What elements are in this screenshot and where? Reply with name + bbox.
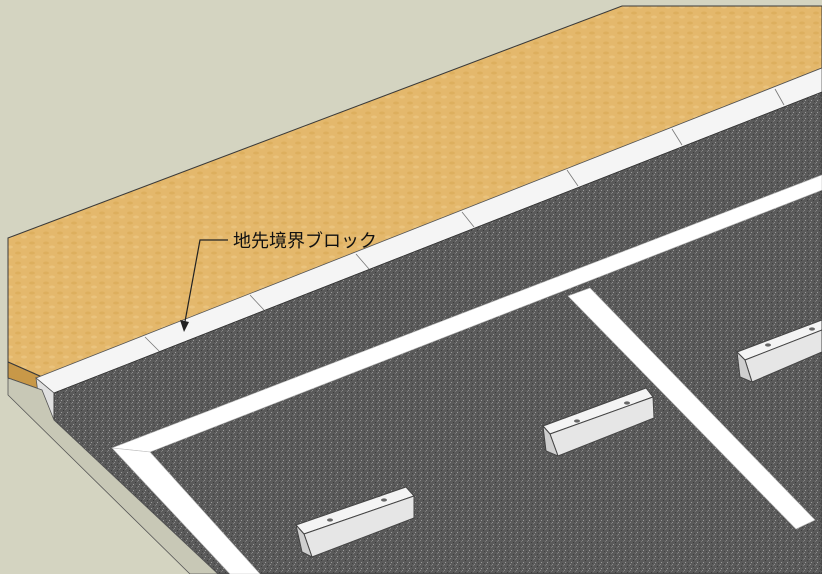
asphalt-edge <box>7 377 219 574</box>
parking-line-markings <box>111 174 822 574</box>
wheel-stop-2 <box>542 387 655 457</box>
annotation-leader <box>180 239 228 332</box>
boundary-block-joints <box>144 88 785 353</box>
wheel-stop-1 <box>295 486 415 558</box>
wheel-stop-3 <box>736 319 822 383</box>
annotation-label: 地先境界ブロック <box>233 230 377 252</box>
